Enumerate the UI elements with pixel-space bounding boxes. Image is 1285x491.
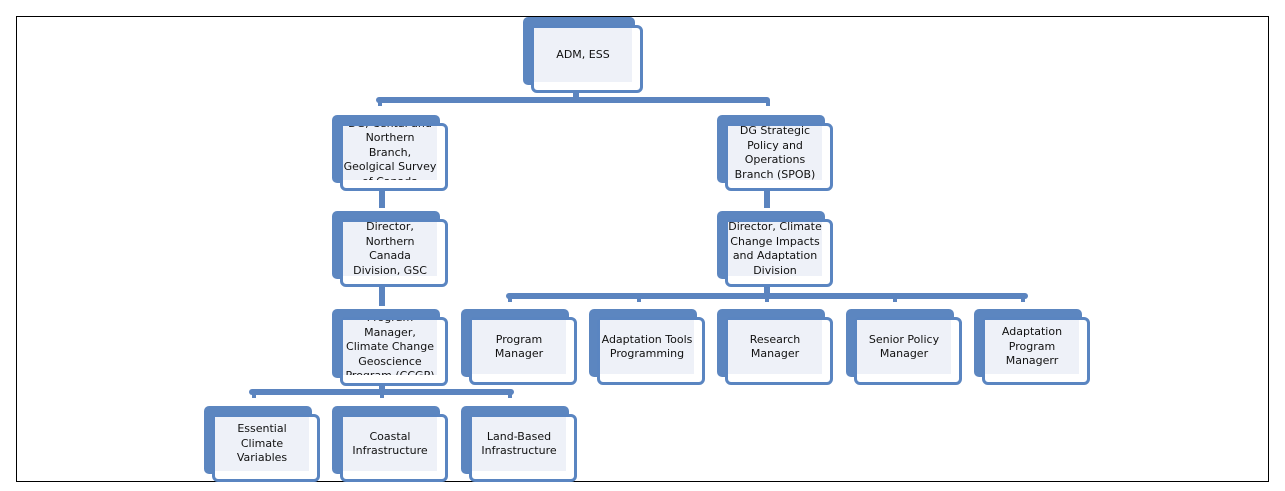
node-label: Coastal Infrastructure [343, 417, 437, 471]
node-program-manager-ccgp: Program Manager, Climate Change Geoscien… [332, 309, 448, 386]
connector [637, 296, 641, 302]
connector [893, 296, 897, 302]
node-adm-ess: ADM, ESS [523, 17, 643, 93]
node-label: Senior Policy Manager [857, 320, 951, 374]
node-program-manager: Program Manager [461, 309, 577, 385]
connector [765, 296, 769, 302]
node-director-climate-change: Director, Climate Change Impacts and Ada… [717, 211, 833, 287]
node-director-northern-canada: Director, Northern Canada Division, GSC [332, 211, 448, 287]
connector [508, 392, 512, 398]
node-adaptation-program-manager: Adaptation Program Managerr [974, 309, 1090, 385]
node-label: Director, Climate Change Impacts and Ada… [728, 222, 822, 276]
connector [764, 190, 770, 208]
diagram-frame [16, 16, 1269, 482]
node-coastal-infrastructure: Coastal Infrastructure [332, 406, 448, 482]
connector [379, 190, 385, 208]
connector [764, 287, 770, 295]
node-label: Research Manager [728, 320, 822, 374]
connector [1021, 296, 1025, 302]
node-label: Program Manager, Climate Change Geoscien… [343, 320, 437, 375]
connector [508, 296, 512, 302]
connector [573, 92, 579, 100]
connector [766, 100, 770, 106]
node-label: ADM, ESS [534, 28, 632, 82]
node-label: Adaptation Program Managerr [985, 320, 1079, 374]
connector [379, 286, 385, 306]
node-adaptation-tools: Adaptation Tools Programming [589, 309, 705, 385]
node-label: DG Strategic Policy and Operations Branc… [728, 126, 822, 180]
node-dg-strategic-policy: DG Strategic Policy and Operations Branc… [717, 115, 833, 191]
node-dg-central-northern: DG, Cental and Northern Branch, Geolgica… [332, 115, 448, 191]
connector [379, 385, 385, 391]
connector [380, 392, 384, 398]
node-label: Program Manager [472, 320, 566, 374]
connector [378, 100, 382, 106]
node-essential-climate-variables: Essential Climate Variables [204, 406, 320, 482]
node-label: Essential Climate Variables [215, 417, 309, 471]
node-label: Land-Based Infrastructure [472, 417, 566, 471]
node-research-manager: Research Manager [717, 309, 833, 385]
node-label: DG, Cental and Northern Branch, Geolgica… [343, 126, 437, 180]
connector [376, 97, 770, 103]
connector [252, 392, 256, 398]
node-senior-policy-manager: Senior Policy Manager [846, 309, 962, 385]
node-label: Adaptation Tools Programming [600, 320, 694, 374]
node-land-based-infrastructure: Land-Based Infrastructure [461, 406, 577, 482]
node-label: Director, Northern Canada Division, GSC [343, 222, 437, 276]
